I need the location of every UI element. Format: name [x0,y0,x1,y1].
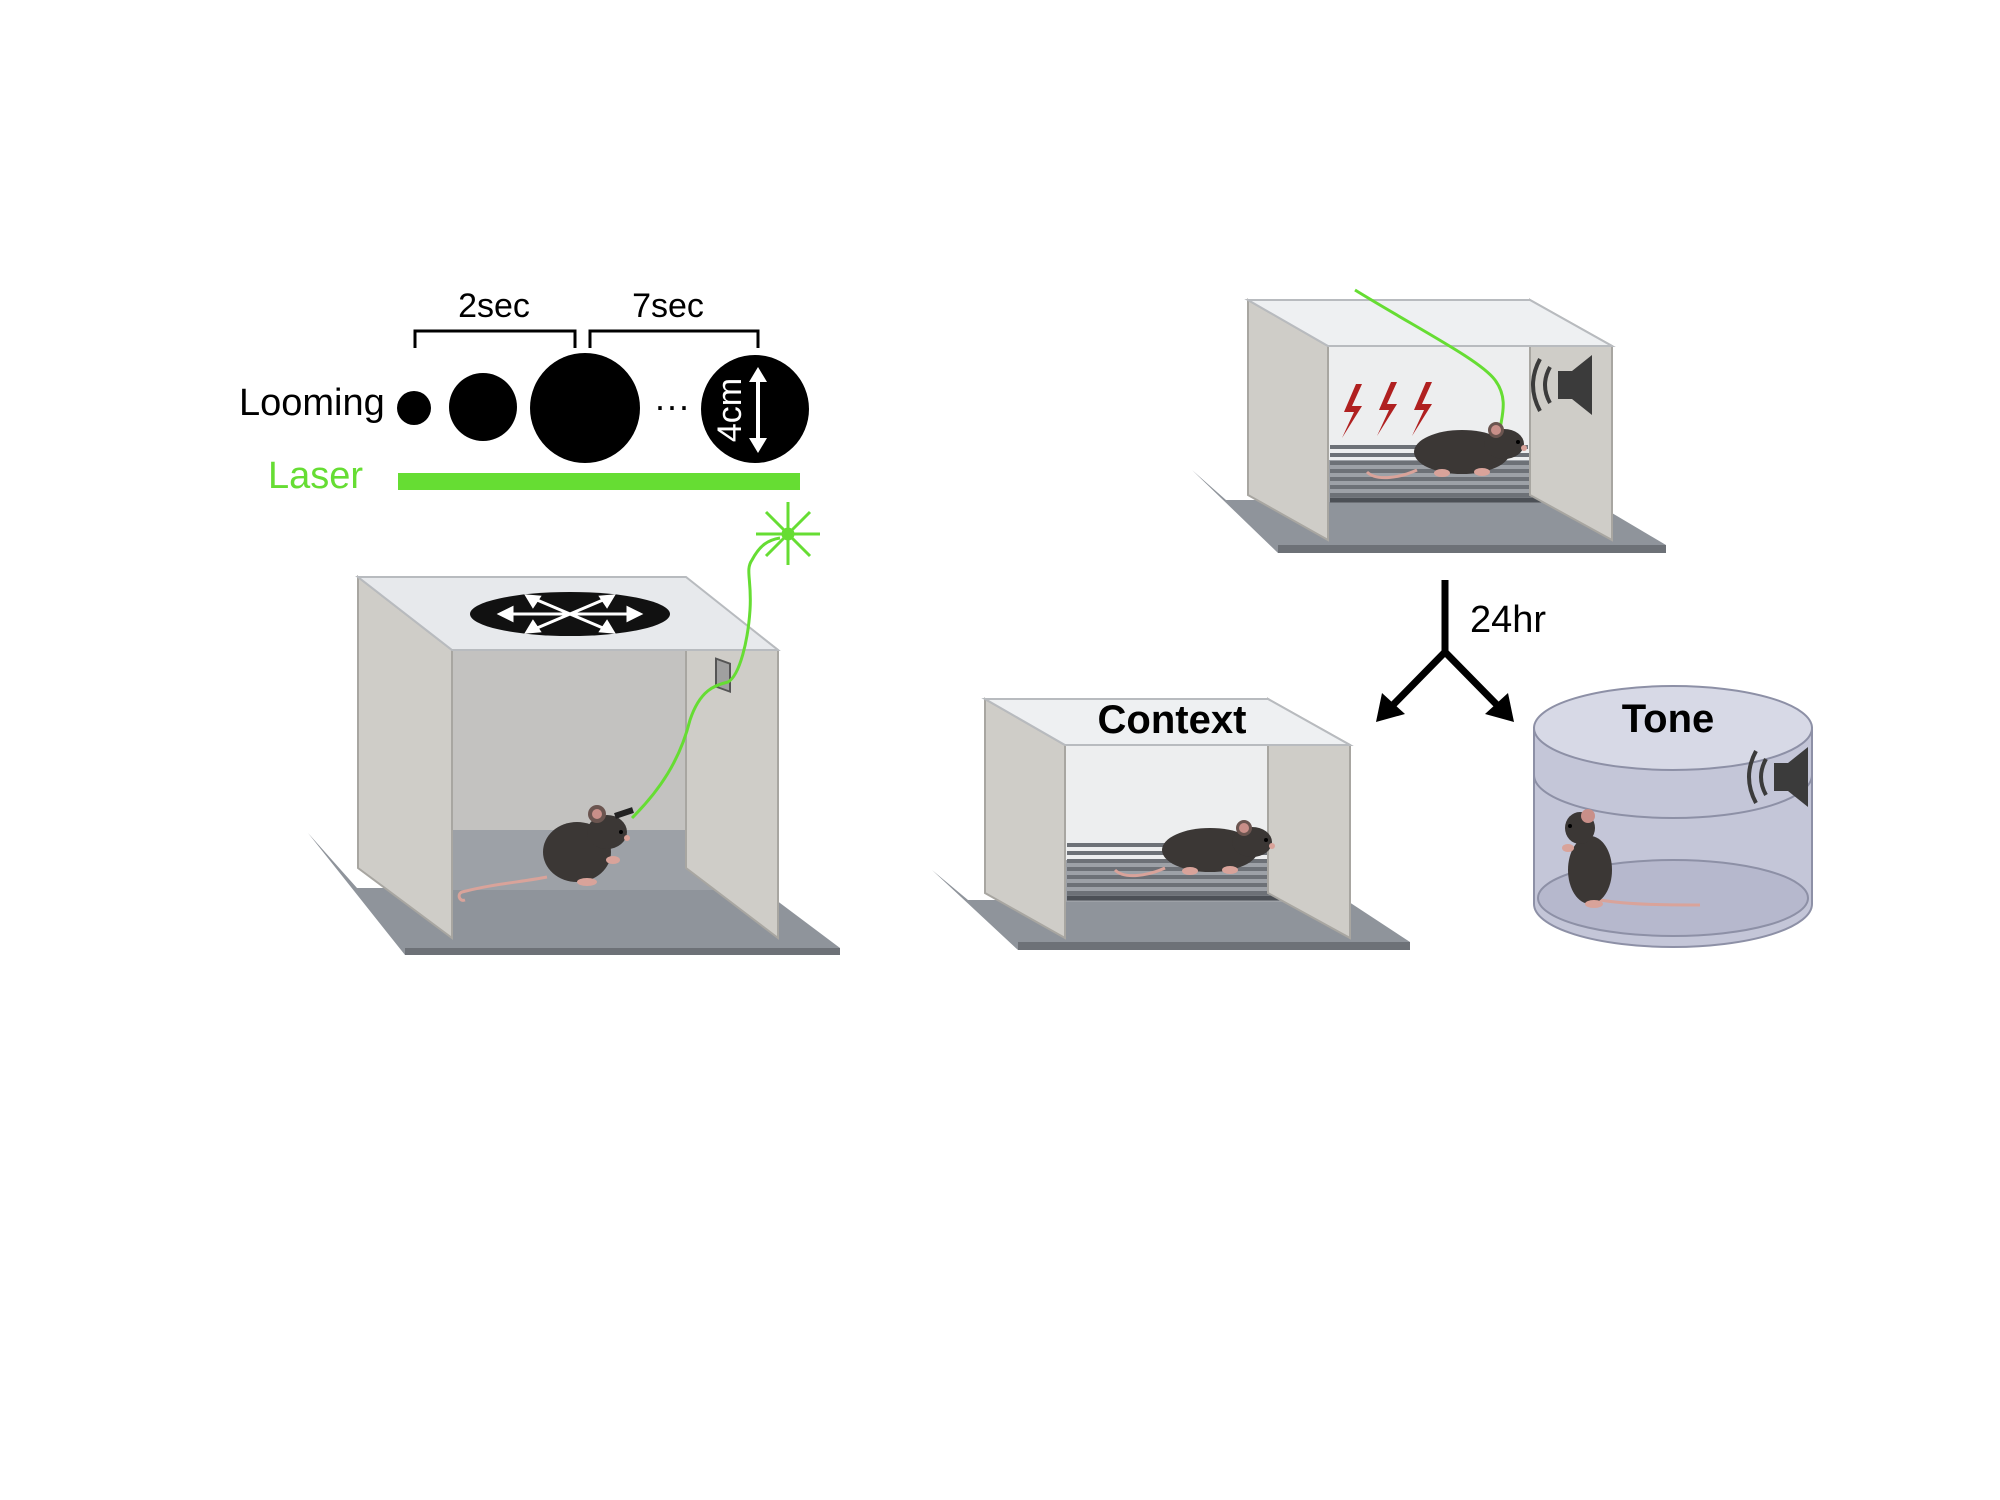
arrow-head-right [1485,693,1514,722]
chamber-lid [1244,299,1616,347]
looming-ellipsis: ··· [654,385,690,426]
mouse-icon [457,805,634,902]
optic-fiber [1354,288,1505,433]
branch-arrow [1387,580,1503,711]
looming-timeline: 2sec 7sec Looming ··· 4cm Laser [239,287,809,497]
looming-disc-1 [397,391,431,425]
context-test-chamber: Context [932,697,1410,950]
tone-test-cylinder: Tone [1533,685,1813,948]
arrow-head-left [1376,693,1405,722]
mouse-icon [1562,809,1701,908]
looming-disc-2 [449,373,517,441]
interval-7sec-bracket [588,329,760,348]
expanding-arrows-icon [496,594,644,634]
delay-label: 24hr [1470,599,1546,641]
disc-size-label: 4cm [711,378,749,442]
laser-label: Laser [268,455,363,497]
optic-fiber [630,536,781,820]
interval-2sec-label: 2sec [458,287,530,325]
context-label: Context [1098,698,1247,742]
context-lid [981,698,1354,746]
looming-label: Looming [239,382,385,424]
cylinder-rim [1533,685,1813,771]
size-arrow-icon [749,367,767,453]
laser-bar [398,473,800,490]
tone-label: Tone [1622,697,1715,741]
interval-2sec-bracket [413,329,577,348]
chamber-floor [1192,470,1666,553]
conditioning-chamber [1192,288,1666,553]
looming-disc-final [701,355,809,463]
chamber-back-wall [1328,346,1530,460]
looming-arena [308,502,840,955]
fiber-port [715,657,731,694]
arena-back-wall [452,650,686,830]
looming-disc-3 [530,353,640,463]
interval-7sec-label: 7sec [632,287,704,325]
laser-burst-icon [756,502,820,565]
